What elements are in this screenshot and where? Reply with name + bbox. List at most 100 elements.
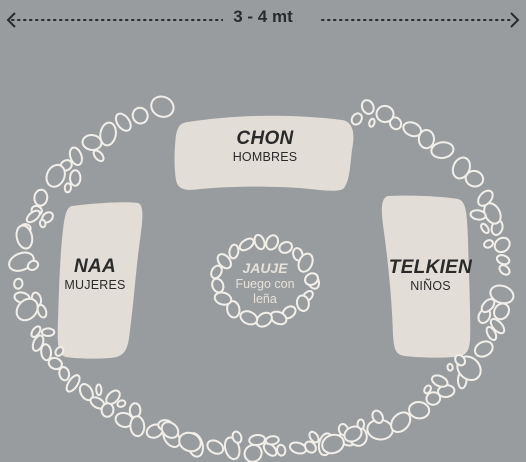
stone bbox=[99, 121, 117, 147]
stone bbox=[40, 327, 56, 338]
stone bbox=[38, 218, 47, 229]
seat-left bbox=[57, 202, 143, 359]
fire-stone bbox=[278, 240, 294, 254]
area-right-desc: NIÑOS bbox=[410, 278, 451, 293]
stone bbox=[480, 222, 490, 234]
stone bbox=[473, 340, 494, 358]
stone bbox=[47, 356, 63, 371]
stone bbox=[425, 391, 442, 406]
fire-stone bbox=[265, 234, 280, 251]
arrow-left-icon bbox=[6, 12, 16, 28]
stone bbox=[40, 343, 53, 362]
stone bbox=[495, 254, 511, 266]
stone bbox=[360, 99, 375, 115]
stone bbox=[262, 442, 278, 457]
stone bbox=[116, 399, 127, 408]
area-left-desc: MUJERES bbox=[64, 277, 126, 292]
stone bbox=[489, 317, 506, 335]
stone bbox=[206, 439, 225, 455]
stone bbox=[469, 209, 487, 221]
seat-top bbox=[174, 115, 354, 191]
fire-desc: Fuego con leña bbox=[235, 276, 295, 306]
stone bbox=[454, 354, 467, 367]
stone bbox=[68, 146, 83, 167]
stone bbox=[131, 106, 149, 125]
stone bbox=[321, 433, 345, 455]
fire-name: JAUJE bbox=[242, 260, 288, 276]
stone bbox=[371, 409, 384, 424]
stone bbox=[430, 141, 455, 159]
stone bbox=[408, 401, 431, 420]
stone bbox=[92, 149, 105, 163]
stone bbox=[13, 277, 24, 290]
stone bbox=[498, 264, 511, 276]
stone bbox=[350, 112, 363, 126]
fire-stone bbox=[295, 294, 310, 312]
stone bbox=[95, 383, 103, 397]
stone bbox=[26, 259, 40, 271]
fire-stone-ring bbox=[210, 233, 321, 328]
stone bbox=[160, 421, 180, 439]
area-right-label: TELKIEN NIÑOS bbox=[383, 257, 478, 293]
stone bbox=[65, 374, 81, 393]
fire-stone bbox=[238, 237, 255, 252]
fire-stone bbox=[253, 233, 266, 251]
stone bbox=[264, 435, 280, 446]
stone bbox=[58, 366, 71, 382]
stone bbox=[402, 121, 423, 138]
stone bbox=[368, 117, 376, 128]
stone bbox=[375, 104, 395, 124]
area-top-name: CHON bbox=[236, 128, 294, 149]
stone bbox=[423, 384, 432, 395]
stone bbox=[36, 303, 48, 319]
stone bbox=[15, 224, 34, 250]
stone bbox=[150, 95, 175, 118]
stone bbox=[81, 134, 103, 151]
stone bbox=[128, 402, 142, 419]
stone bbox=[483, 239, 494, 249]
stone bbox=[489, 284, 515, 305]
stone bbox=[63, 182, 73, 194]
stone bbox=[178, 431, 202, 453]
fire-stone bbox=[304, 272, 319, 286]
measurement-label: 3 - 4 mt bbox=[223, 7, 303, 26]
stone bbox=[33, 188, 49, 207]
stone bbox=[451, 156, 471, 180]
stone bbox=[45, 163, 66, 188]
stone bbox=[308, 430, 320, 444]
fire-stone bbox=[297, 252, 314, 273]
stone bbox=[54, 346, 65, 357]
measurement-arrow bbox=[6, 12, 520, 28]
seat-right bbox=[381, 195, 471, 358]
area-top-desc: HOMBRES bbox=[232, 149, 298, 164]
area-left-name: NAA bbox=[73, 256, 117, 277]
stone bbox=[243, 444, 263, 462]
area-right-name: TELKIEN bbox=[388, 257, 473, 278]
area-left-label: NAA MUJERES bbox=[50, 256, 140, 292]
stone bbox=[493, 302, 510, 321]
stone-ring bbox=[8, 95, 515, 462]
measurement-label-wrap: 3 - 4 mt bbox=[0, 7, 526, 27]
fire-stone bbox=[210, 264, 223, 280]
stone bbox=[390, 411, 412, 433]
stone bbox=[68, 169, 82, 187]
stone bbox=[417, 129, 436, 150]
stone bbox=[100, 402, 115, 418]
fire-stone bbox=[216, 253, 232, 270]
stone bbox=[446, 362, 454, 372]
fire-stone bbox=[255, 311, 273, 328]
fire-label: JAUJE Fuego con leña bbox=[218, 260, 312, 307]
stone bbox=[477, 189, 494, 207]
arrow-right-icon bbox=[510, 12, 520, 28]
stone bbox=[248, 433, 266, 447]
fire-stone bbox=[239, 310, 259, 326]
stone bbox=[303, 440, 317, 454]
stone bbox=[430, 374, 449, 388]
stone bbox=[485, 326, 498, 341]
stone bbox=[114, 112, 132, 132]
stone bbox=[30, 325, 42, 338]
stone bbox=[25, 209, 41, 224]
stone bbox=[343, 425, 363, 443]
